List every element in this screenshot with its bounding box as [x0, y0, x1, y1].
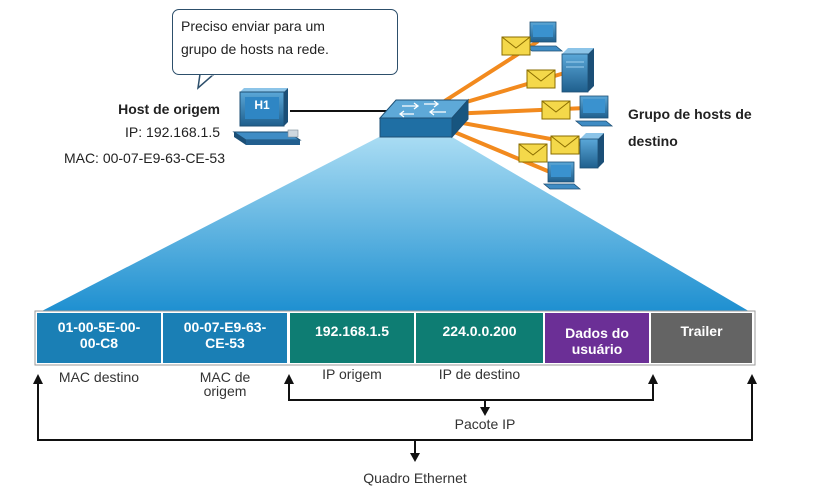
envelope-icon — [518, 143, 548, 163]
frame-field-ip-dest: 224.0.0.200 — [416, 313, 543, 363]
caption-ip-src: IP origem — [322, 366, 382, 382]
ethernet-frame-label: Quadro Ethernet — [363, 470, 467, 486]
caption-line: origem — [203, 383, 247, 399]
destination-pc-icon — [574, 95, 614, 127]
envelope-icon — [541, 100, 571, 120]
source-host-label: H1 — [254, 98, 270, 112]
source-host-ip: IP: 192.168.1.5 — [125, 124, 220, 140]
frame-field-mac-src: 00-07-E9-63- CE-53 — [163, 313, 287, 363]
speech-bubble: Preciso enviar para um grupo de hosts na… — [172, 9, 398, 75]
frame-field-mac-dest: 01-00-5E-00- 00-C8 — [37, 313, 161, 363]
switch-icon — [378, 98, 470, 139]
ip-packet-bracket — [288, 378, 654, 410]
destination-pc-icon — [524, 21, 564, 52]
envelope-icon — [550, 135, 580, 155]
caption-line: MAC de — [199, 369, 251, 385]
destination-group-line: destino — [628, 133, 678, 149]
destination-pc-icon — [542, 161, 582, 190]
field-text: CE-53 — [205, 335, 245, 351]
field-text: 00-07-E9-63- — [183, 319, 267, 335]
source-host-mac: MAC: 00-07-E9-63-CE-53 — [63, 150, 225, 166]
field-text: 00-C8 — [79, 335, 119, 351]
speech-bubble-line: grupo de hosts na rede. — [181, 41, 329, 57]
caption-mac-dest: MAC destino — [58, 369, 140, 385]
caption-ip-dest: IP de destino — [438, 366, 521, 382]
field-text: 224.0.0.200 — [442, 323, 517, 339]
source-host-title: Host de origem — [118, 101, 220, 117]
frame-funnel — [38, 137, 752, 313]
speech-bubble-line: Preciso enviar para um — [181, 18, 325, 34]
envelope-icon — [526, 69, 556, 89]
source-pc-icon — [232, 88, 302, 145]
caption-mac-src: MAC de origem — [163, 370, 287, 398]
field-text: usuário — [571, 341, 623, 357]
ip-packet-label: Pacote IP — [454, 416, 516, 432]
frame-field-trailer: Trailer — [651, 313, 752, 363]
destination-server-icon — [561, 48, 594, 93]
destination-group-label: Grupo de hosts de destino — [628, 101, 798, 155]
destination-group-line: Grupo de hosts de — [628, 106, 752, 122]
speech-bubble-tail — [196, 73, 216, 90]
field-text: 01-00-5E-00- — [57, 319, 141, 335]
envelope-icon — [501, 36, 531, 56]
field-text: Trailer — [680, 323, 723, 339]
frame-field-ip-src: 192.168.1.5 — [290, 313, 414, 363]
field-text: 192.168.1.5 — [315, 323, 389, 339]
frame-field-user-data: Dados do usuário — [545, 313, 649, 363]
ethernet-frame-bracket — [37, 378, 753, 456]
destination-server-icon — [579, 133, 604, 169]
field-text: Dados do — [565, 325, 629, 341]
